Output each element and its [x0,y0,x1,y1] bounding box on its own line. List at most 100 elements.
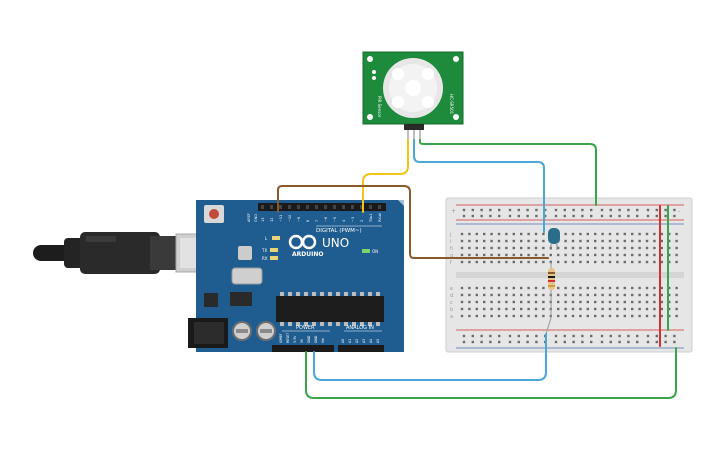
breadboard-hole[interactable] [480,340,483,344]
breadboard-hole[interactable] [505,246,508,250]
breadboard-hole[interactable] [520,239,523,243]
breadboard-hole[interactable] [475,286,478,290]
breadboard-hole[interactable] [594,307,597,311]
breadboard-hole[interactable] [664,334,667,338]
breadboard-hole[interactable] [673,334,676,338]
breadboard-hole[interactable] [645,314,649,318]
breadboard-hole[interactable] [627,340,630,344]
breadboard-hole[interactable] [542,260,545,264]
breadboard-hole[interactable] [490,300,493,304]
breadboard-hole[interactable] [460,239,464,243]
breadboard-hole[interactable] [571,286,575,290]
breadboard-hole[interactable] [608,300,612,304]
breadboard-hole[interactable] [655,334,658,338]
breadboard-hole[interactable] [497,307,501,311]
breadboard-hole[interactable] [497,286,501,290]
breadboard-hole[interactable] [645,300,649,304]
breadboard-hole[interactable] [660,253,663,257]
breadboard-hole[interactable] [520,286,523,290]
breadboard-hole[interactable] [483,260,486,264]
breadboard-hole[interactable] [483,293,486,297]
breadboard-hole[interactable] [542,246,545,250]
breadboard-hole[interactable] [512,246,515,250]
breadboard-hole[interactable] [668,239,671,243]
breadboard-hole[interactable] [668,307,671,311]
breadboard-hole[interactable] [590,334,593,338]
breadboard-hole[interactable] [623,300,626,304]
breadboard-hole[interactable] [616,232,619,236]
breadboard-hole[interactable] [631,253,634,257]
breadboard-hole[interactable] [475,232,478,236]
breadboard-hole[interactable] [579,300,582,304]
breadboard-hole[interactable] [520,314,523,318]
breadboard-hole[interactable] [586,314,589,318]
breadboard-hole[interactable] [534,314,538,318]
breadboard-hole[interactable] [542,286,545,290]
breadboard-hole[interactable] [675,246,678,250]
breadboard-hole[interactable] [462,340,466,344]
breadboard-hole[interactable] [490,260,493,264]
breadboard-hole[interactable] [601,260,604,264]
breadboard-hole[interactable] [520,246,523,250]
breadboard-hole[interactable] [505,286,508,290]
breadboard-hole[interactable] [517,214,520,218]
breadboard-hole[interactable] [638,232,641,236]
breadboard-hole[interactable] [600,214,604,218]
breadboard-hole[interactable] [475,307,478,311]
breadboard-hole[interactable] [618,334,621,338]
breadboard-hole[interactable] [594,239,597,243]
breadboard-hole[interactable] [571,239,575,243]
breadboard-hole[interactable] [505,260,508,264]
breadboard-hole[interactable] [542,300,545,304]
breadboard-hole[interactable] [631,239,634,243]
breadboard-hole[interactable] [579,232,582,236]
breadboard-hole[interactable] [631,232,634,236]
breadboard-hole[interactable] [594,232,597,236]
breadboard-hole[interactable] [579,307,582,311]
breadboard-hole[interactable] [616,260,619,264]
breadboard-hole[interactable] [660,286,663,290]
breadboard-hole[interactable] [468,286,471,290]
breadboard-hole[interactable] [554,208,558,212]
breadboard-hole[interactable] [616,253,619,257]
breadboard-hole[interactable] [554,340,558,344]
breadboard-hole[interactable] [475,260,478,264]
breadboard-hole[interactable] [638,300,641,304]
breadboard-hole[interactable] [526,334,529,338]
breadboard-hole[interactable] [608,253,612,257]
breadboard-hole[interactable] [460,260,464,264]
breadboard-hole[interactable] [675,307,678,311]
breadboard-hole[interactable] [534,307,538,311]
breadboard-hole[interactable] [660,246,663,250]
breadboard-hole[interactable] [527,232,530,236]
breadboard-hole[interactable] [483,253,486,257]
breadboard-hole[interactable] [497,300,501,304]
breadboard-hole[interactable] [557,286,560,290]
breadboard-hole[interactable] [534,253,538,257]
breadboard-hole[interactable] [557,253,560,257]
breadboard-hole[interactable] [563,334,566,338]
breadboard-hole[interactable] [668,253,671,257]
breadboard-hole[interactable] [660,314,663,318]
breadboard-hole[interactable] [475,300,478,304]
breadboard-hole[interactable] [468,314,471,318]
breadboard-hole[interactable] [490,307,493,311]
breadboard-hole[interactable] [520,300,523,304]
breadboard-hole[interactable] [564,253,567,257]
breadboard-hole[interactable] [664,214,667,218]
breadboard-hole[interactable] [631,286,634,290]
breadboard-hole[interactable] [571,253,575,257]
breadboard-hole[interactable] [520,253,523,257]
breadboard-hole[interactable] [554,214,558,218]
breadboard-hole[interactable] [483,286,486,290]
breadboard-hole[interactable] [668,286,671,290]
breadboard-hole[interactable] [542,232,545,236]
breadboard-hole[interactable] [468,232,471,236]
breadboard-hole[interactable] [586,246,589,250]
breadboard-hole[interactable] [526,214,529,218]
breadboard-hole[interactable] [653,260,656,264]
breadboard-hole[interactable] [564,314,567,318]
breadboard-hole[interactable] [616,246,619,250]
breadboard-hole[interactable] [581,334,584,338]
breadboard-hole[interactable] [505,232,508,236]
